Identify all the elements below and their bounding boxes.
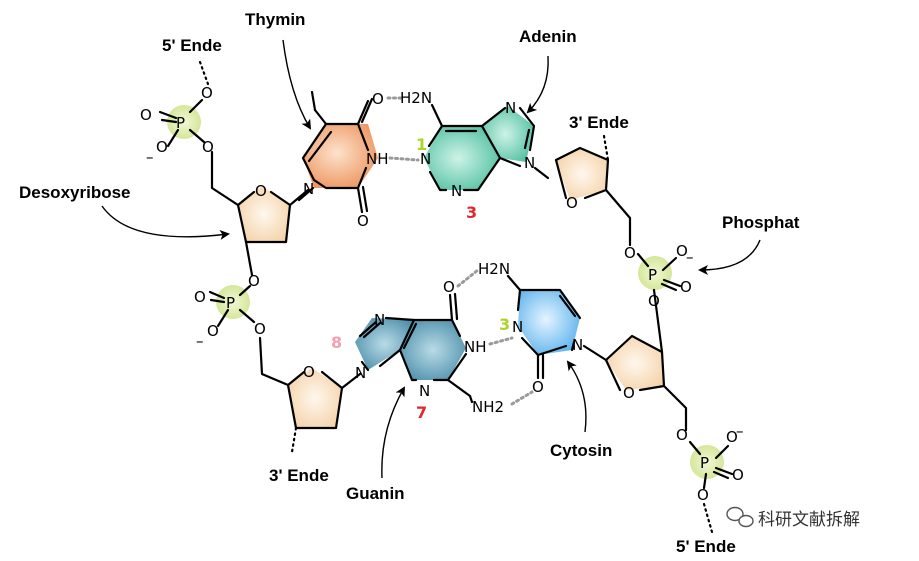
arrow-phosphat [698,239,761,275]
svg-text:N: N [505,99,516,117]
svg-text:O: O [202,138,214,156]
svg-text:O: O [140,106,152,124]
phosphate-bonds [158,98,734,490]
svg-text:O: O [676,242,688,260]
phosphate-glow-top-left [167,105,201,139]
svg-text:O: O [732,466,744,484]
svg-text:O: O [156,138,168,156]
label-end5-bottom: 5' Ende [676,537,736,556]
label-guanin: Guanin [346,484,405,503]
svg-text:P: P [226,294,235,312]
arrow-adenin [526,55,549,114]
guanin-number-7: 7 [416,403,427,422]
svg-text:NH: NH [464,338,487,356]
adenin-number-1: 1 [416,135,427,154]
watermark-text: 科研文献拆解 [758,510,860,530]
svg-text:–: – [686,248,694,266]
h-bond-guanin-cytosin-1 [456,268,480,288]
svg-text:N: N [451,182,462,200]
svg-text:O: O [566,194,578,212]
end5-top-dash [198,60,210,86]
svg-text:N: N [355,364,366,382]
svg-text:–: – [196,332,204,350]
end5-bottom-dash [702,502,714,534]
svg-text:O: O [443,278,455,296]
cytosin-ring-fill [518,290,580,355]
label-end3-right: 3' Ende [569,113,629,132]
sugar-right-fill [556,148,608,200]
guanin-ring-fill [400,320,466,380]
h-bond-thymin-adenin-2 [388,156,420,162]
svg-text:O: O [248,272,260,290]
arrow-desoxyribose [101,205,230,240]
end3-bottom-dash [290,426,298,454]
svg-text:O: O [194,288,206,306]
svg-text:O: O [254,320,266,338]
thymin-structure [297,90,374,214]
sugar-top-left-fill [238,186,290,242]
label-adenin: Adenin [519,27,577,46]
guanin-number-8: 8 [331,333,342,352]
svg-text:O: O [726,428,738,446]
svg-text:NH2: NH2 [472,398,504,416]
h-bond-guanin-cytosin-2 [488,336,514,346]
svg-text:O: O [676,426,688,444]
svg-text:O: O [201,84,213,102]
cytosin-number-3: 3 [499,315,510,334]
svg-text:H2N: H2N [478,260,510,278]
label-thymin: Thymin [245,10,305,29]
arrow-thymin [282,39,312,130]
svg-text:O: O [680,278,692,296]
label-end3-bottom: 3' Ende [269,466,329,485]
svg-text:N: N [303,180,314,198]
svg-text:–: – [736,422,744,440]
svg-text:N: N [420,150,431,168]
sugar-rings [210,146,688,432]
svg-text:O: O [255,182,267,200]
sugar-bottom-left-fill [288,368,342,428]
label-end5-top: 5' Ende [162,36,222,55]
sugar-bottom-right-fill [606,336,664,390]
svg-text:N: N [374,311,385,329]
svg-text:NH: NH [366,150,389,168]
svg-text:N: N [524,154,535,172]
svg-text:–: – [146,148,154,166]
label-phosphat: Phosphat [722,213,800,232]
svg-text:O: O [623,384,635,402]
svg-text:O: O [303,363,315,381]
svg-text:P: P [700,454,709,472]
h-bond-guanin-cytosin-3 [510,390,534,406]
wechat-icon [726,506,754,528]
label-cytosin: Cytosin [550,441,612,460]
svg-text:N: N [419,382,430,400]
svg-text:P: P [176,114,185,132]
atom-labels: O NH O N H2N N N N N O O O O N N N O NH … [140,84,744,504]
svg-text:N: N [512,318,523,336]
svg-text:O: O [532,378,544,396]
svg-text:O: O [357,212,369,230]
svg-text:O: O [207,322,219,340]
arrow-cytosin [566,360,587,433]
svg-text:O: O [697,486,709,504]
svg-text:O: O [624,244,636,262]
svg-text:P: P [648,266,657,284]
cytosin-structure [506,274,608,380]
adenin-number-3: 3 [466,203,477,222]
svg-text:N: N [572,336,583,354]
svg-text:H2N: H2N [400,89,432,107]
watermark: 科研文献拆解 [726,506,860,530]
arrow-guanin [381,386,405,479]
adenin-ring-fill [424,126,500,190]
end3-right-dash [602,134,610,162]
svg-text:O: O [648,292,660,310]
label-desoxyribose: Desoxyribose [19,183,131,202]
thymin-ring-fill [303,124,378,188]
guanin-structure [340,292,474,404]
svg-text:O: O [372,90,384,108]
adenin-structure [427,103,550,192]
